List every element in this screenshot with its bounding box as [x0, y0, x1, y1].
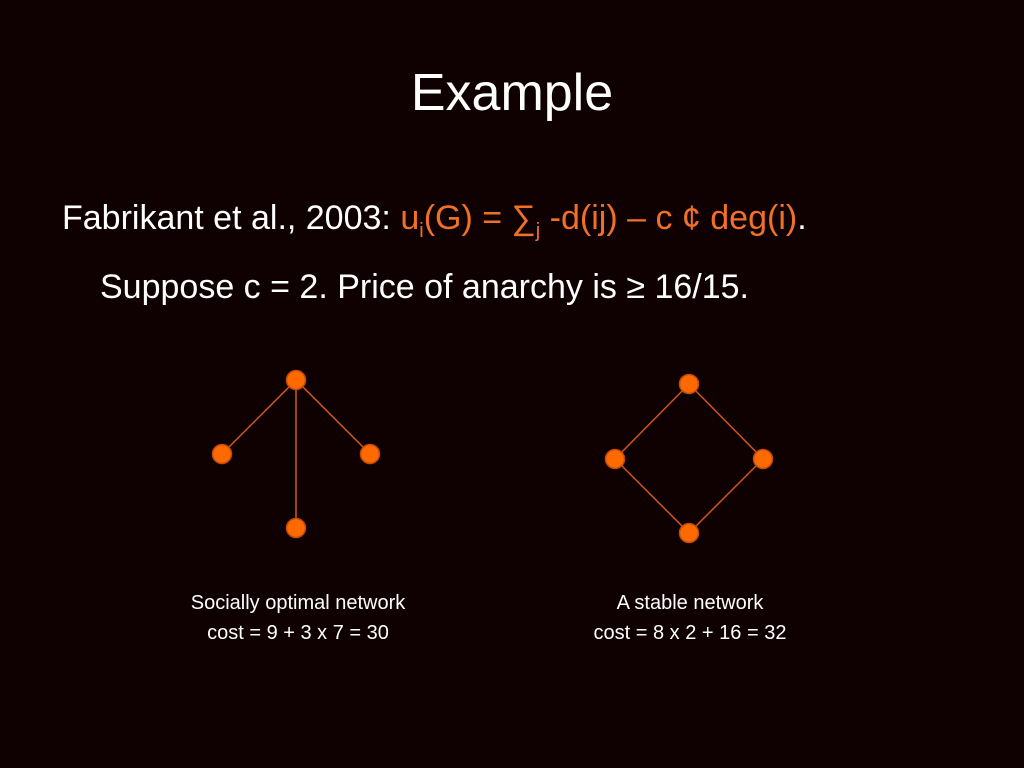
- slide-title: Example: [410, 64, 614, 122]
- node: [604, 448, 626, 470]
- citation-text: Fabrikant et al., 2003:: [62, 199, 401, 237]
- edge: [221, 379, 297, 455]
- node: [678, 373, 700, 395]
- stable-network: [604, 373, 774, 544]
- caption-cost: cost = 9 + 3 x 7 = 30: [207, 622, 389, 644]
- optimal-network-caption: Socially optimal network cost = 9 + 3 x …: [138, 588, 458, 648]
- node: [285, 517, 307, 539]
- caption-title: Socially optimal network: [190, 592, 406, 614]
- sigma-symbol: ∑: [511, 199, 536, 237]
- node: [211, 443, 233, 465]
- caption-title: A stable network: [616, 592, 764, 614]
- node: [285, 369, 307, 391]
- edge: [688, 458, 764, 534]
- edge: [295, 379, 371, 455]
- price-of-anarchy-text: Suppose c = 2. Price of anarchy is ≥ 16/…: [100, 268, 749, 306]
- caption-cost: cost = 8 x 2 + 16 = 32: [593, 622, 787, 644]
- node: [678, 522, 700, 544]
- stable-network-caption: A stable network cost = 8 x 2 + 16 = 32: [530, 588, 850, 648]
- edge: [614, 458, 690, 534]
- edge: [688, 383, 764, 460]
- node: [752, 448, 774, 470]
- utility-formula: ui(G) = ∑j -d(ij) – c ¢ deg(i): [400, 199, 798, 242]
- node: [359, 443, 381, 465]
- socially-optimal-network: [211, 369, 381, 539]
- edge: [614, 383, 690, 460]
- body-text: Fabrikant et al., 2003: ui(G) = ∑j -d(ij…: [62, 190, 1002, 315]
